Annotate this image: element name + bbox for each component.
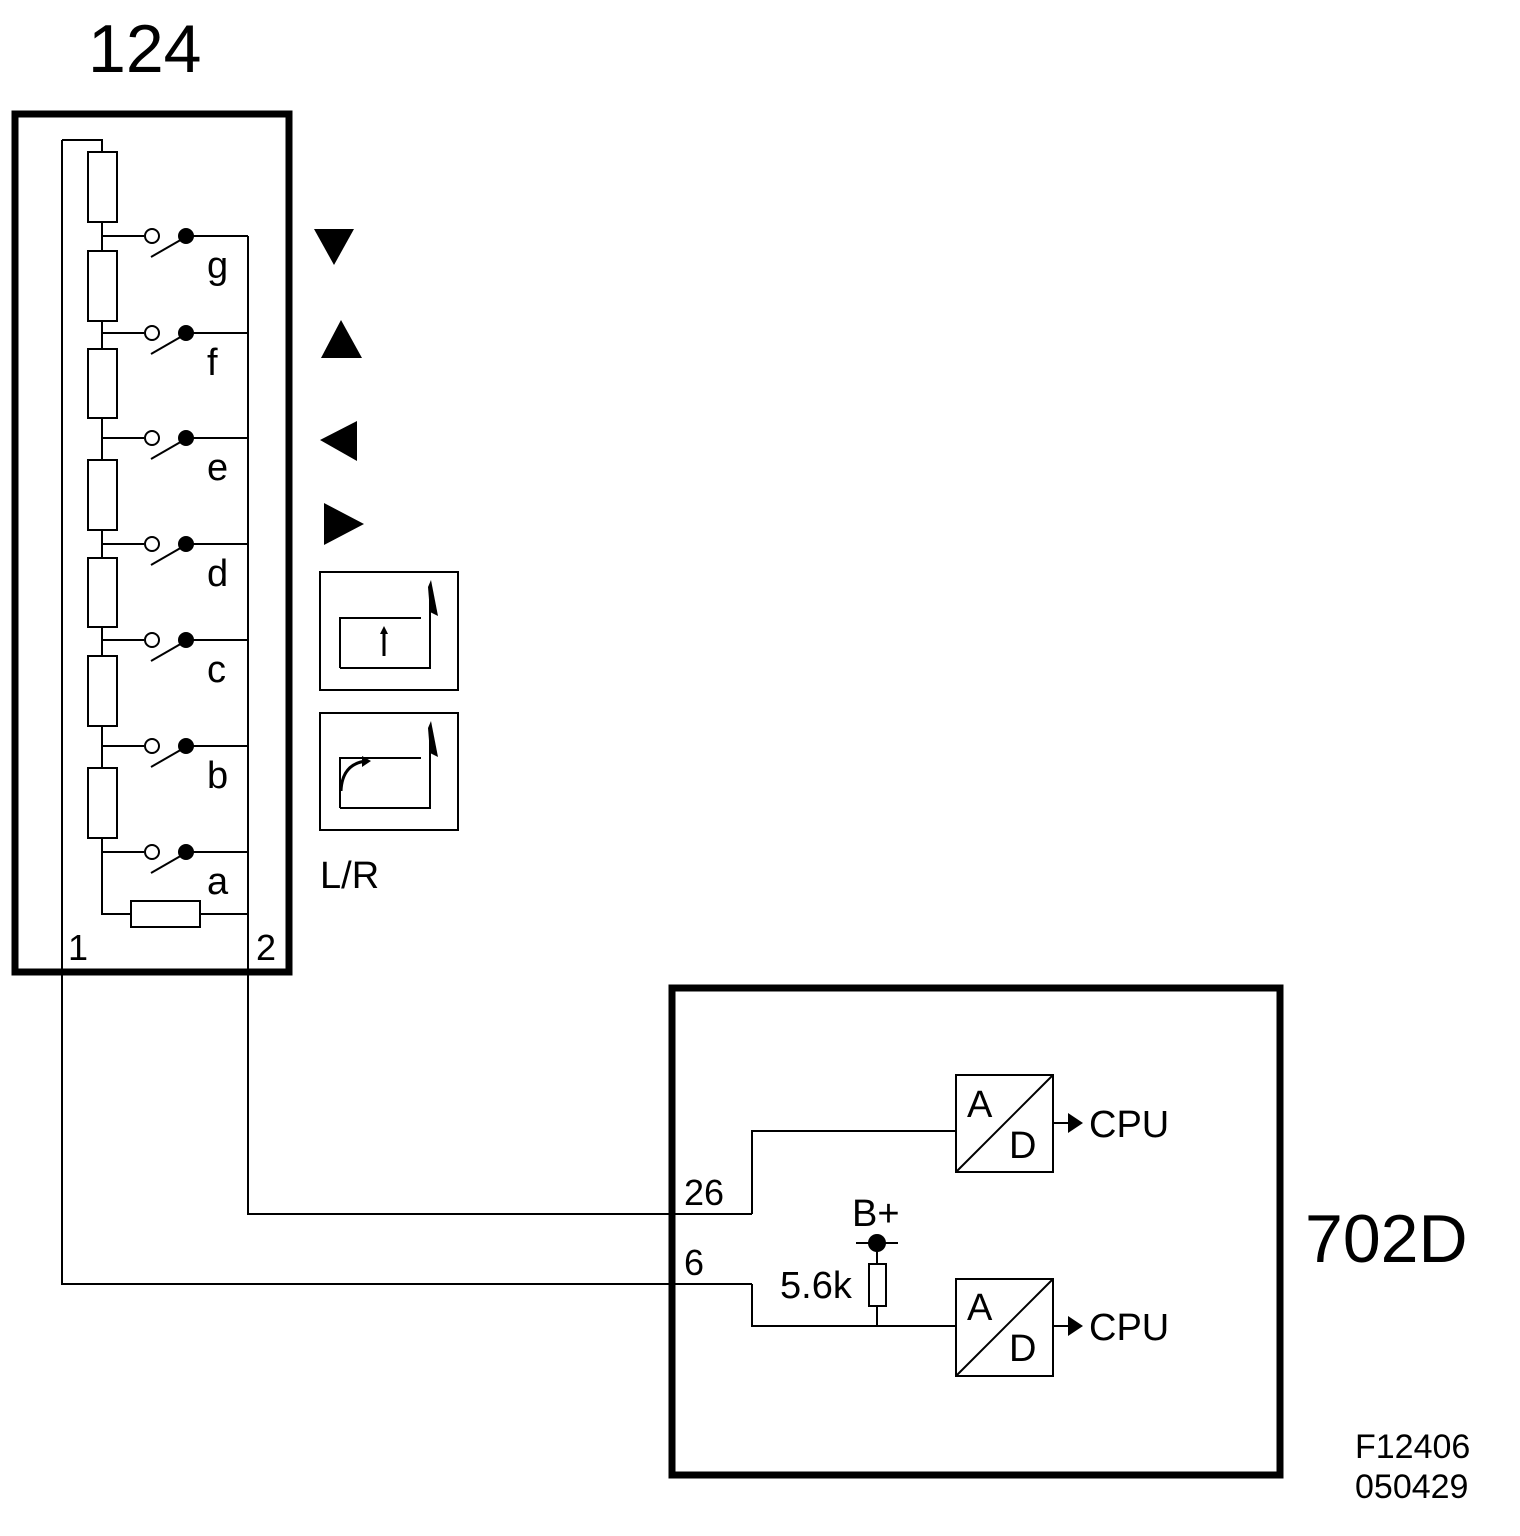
resistor: [87, 348, 118, 419]
resistor: [87, 557, 118, 628]
cpu-label-top: CPU: [1089, 1104, 1169, 1146]
lr-label: L/R: [320, 855, 379, 897]
figure-code: F12406: [1355, 1428, 1470, 1466]
wire-26-to-ad-top: [751, 1130, 956, 1214]
resistor-horizontal: [130, 900, 201, 928]
switch-label-e: e: [207, 447, 228, 489]
resistor: [87, 767, 118, 839]
resistor: [87, 151, 118, 223]
figure-date: 050429: [1355, 1468, 1468, 1506]
switch-label-f: f: [207, 342, 218, 384]
wire-6-to-ad-bottom: [751, 1284, 956, 1327]
switch-label-c: c: [207, 649, 226, 691]
pullup-resistor: [856, 1234, 898, 1326]
module-124-id: 124: [88, 11, 201, 87]
ad-converter-bottom: A D CPU: [955, 1278, 1169, 1377]
resistor-ladder: [87, 151, 248, 928]
switch-d: d: [102, 536, 248, 595]
triangle-left-icon: [320, 421, 357, 461]
resistor: [87, 250, 118, 322]
ad-converter-top: A D CPU: [955, 1074, 1169, 1173]
switch-label-b: b: [207, 755, 228, 797]
resistor: [87, 459, 118, 531]
module-702d-id: 702D: [1305, 1201, 1468, 1277]
wire-pin1-to-6: [61, 972, 752, 1285]
switch-group: g f e d c b a: [102, 228, 248, 903]
svg-text:A: A: [967, 1287, 993, 1329]
resistor: [87, 655, 118, 727]
arrow-right-icon: [1068, 1113, 1083, 1133]
pin-1-label: 1: [68, 927, 88, 968]
switch-b: b: [102, 738, 248, 797]
pin-26-label: 26: [684, 1172, 724, 1213]
svg-text:D: D: [1009, 1328, 1036, 1370]
triangle-down-icon: [314, 229, 354, 265]
supply-label: B+: [852, 1193, 900, 1235]
arrow-right-icon: [1068, 1316, 1083, 1336]
window-rotate-icon: [319, 712, 459, 831]
switch-e: e: [102, 430, 248, 489]
switch-a: a: [102, 844, 248, 903]
wire-pin2-to-26: [247, 972, 752, 1215]
resistor-value-label: 5.6k: [780, 1265, 853, 1307]
triangle-right-icon: [324, 503, 364, 545]
switch-c: c: [102, 632, 248, 691]
cpu-label-bottom: CPU: [1089, 1307, 1169, 1349]
switch-label-g: g: [207, 245, 228, 287]
triangle-up-icon: [321, 320, 362, 358]
module-702d-box: [668, 984, 1284, 1479]
switch-f: f: [102, 325, 248, 384]
switch-g: g: [102, 228, 248, 287]
switch-label-a: a: [207, 861, 229, 903]
pin-2-label: 2: [256, 927, 276, 968]
module-124-box: [11, 110, 293, 976]
switch-label-d: d: [207, 553, 228, 595]
svg-text:D: D: [1009, 1125, 1036, 1167]
window-up-icon: [319, 571, 459, 691]
svg-text:A: A: [967, 1084, 993, 1126]
pin-6-label: 6: [684, 1242, 704, 1283]
pin1-rail: [61, 139, 103, 972]
